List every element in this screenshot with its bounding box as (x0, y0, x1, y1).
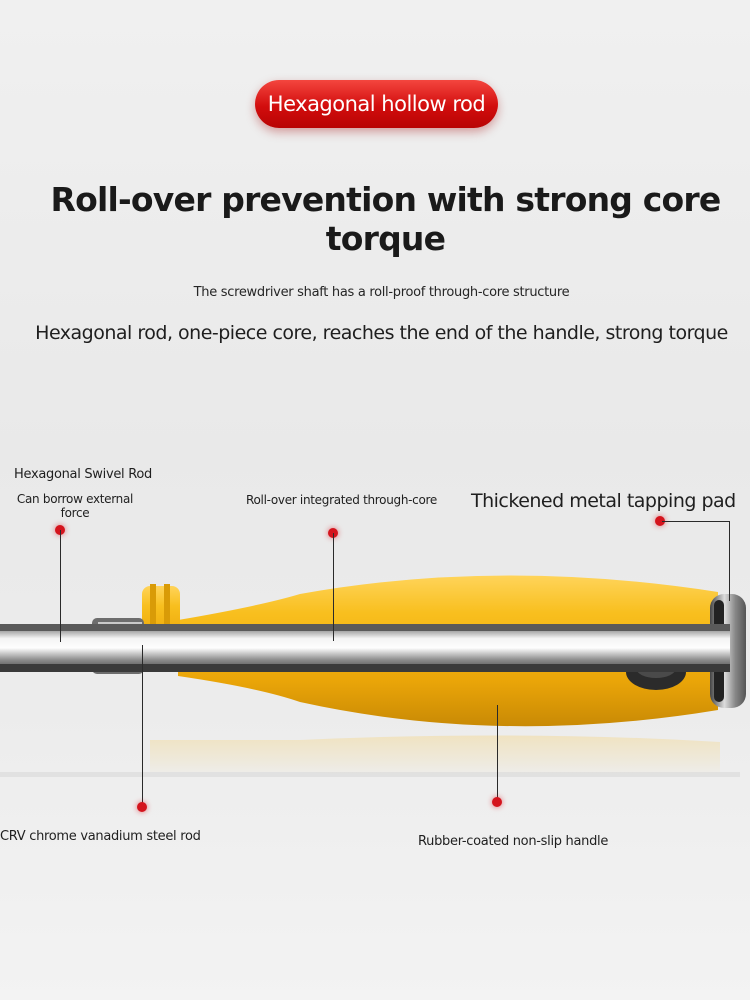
tapping-pad-label: Thickened metal tapping pad (471, 490, 736, 512)
callout-line-handle (497, 705, 498, 798)
handle-label: Rubber-coated non-slip handle (418, 834, 609, 849)
badge-label: Hexagonal hollow rod (267, 92, 486, 116)
steel-rod-label: CRV chrome vanadium steel rod (0, 829, 201, 844)
callout-line-swivel (60, 530, 61, 642)
screwdriver-illustration (0, 575, 746, 778)
subtitle-large: Hexagonal rod, one-piece core, reaches t… (35, 322, 728, 344)
headline: Roll-over prevention with strong core to… (50, 180, 722, 258)
product-feature-badge: Hexagonal hollow rod (255, 80, 498, 128)
swivel-rod-title: Hexagonal Swivel Rod (14, 467, 152, 482)
swivel-rod-description: Can borrow external force (16, 492, 134, 520)
callout-dot-steel-rod (137, 802, 147, 812)
callout-line-tapping-pad-v (729, 521, 730, 601)
callout-dot-tapping-pad (655, 516, 665, 526)
callout-line-steel-rod (142, 645, 143, 805)
callout-line-tapping-pad-h (662, 521, 729, 522)
callout-line-through-core (333, 533, 334, 641)
subtitle-small: The screwdriver shaft has a roll-proof t… (193, 285, 570, 300)
callout-dot-handle (492, 797, 502, 807)
through-core-label: Roll-over integrated through-core (246, 493, 437, 507)
